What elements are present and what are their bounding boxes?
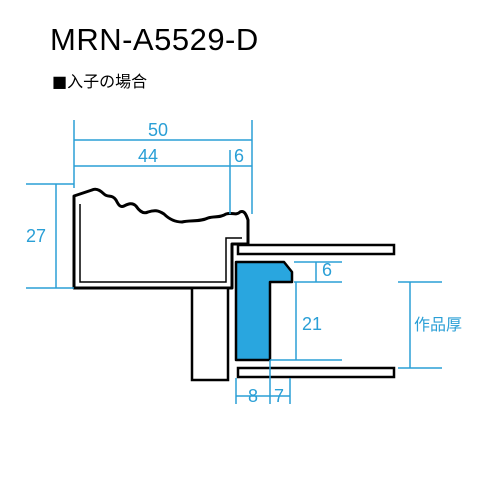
insert-spacer [234, 260, 294, 362]
backing-board [236, 366, 396, 379]
frame-profile-outline [72, 187, 250, 290]
subtitle-insert-case: ■入子の場合 [52, 72, 148, 91]
label-7: 7 [274, 386, 284, 406]
label-21: 21 [302, 314, 322, 334]
label-50: 50 [148, 120, 168, 140]
label-27: 27 [26, 226, 46, 246]
support-block [190, 286, 230, 382]
frame-profile-inner-line [79, 204, 242, 283]
label-6-spacer: 6 [322, 260, 332, 280]
product-code-title: MRN-A5529-D [50, 22, 259, 57]
label-44: 44 [138, 146, 158, 166]
label-artwork-thickness: 作品厚 [414, 315, 462, 334]
top-panel [236, 243, 396, 256]
label-8: 8 [248, 386, 258, 406]
label-6-top: 6 [234, 146, 244, 166]
